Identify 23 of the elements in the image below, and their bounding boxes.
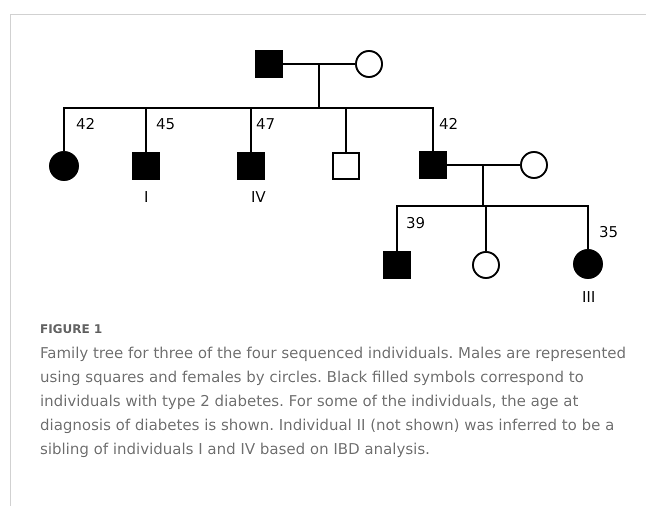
individual-label: I <box>144 188 148 206</box>
unaffected-male-square <box>332 152 360 180</box>
unaffected-female-circle <box>472 251 500 279</box>
individual-label: IV <box>251 188 266 206</box>
affected-female-circle <box>573 249 603 279</box>
affected-male-square <box>419 151 447 179</box>
affected-male-square <box>383 251 411 279</box>
age-label: 42 <box>439 115 458 133</box>
unaffected-female-circle <box>520 151 548 179</box>
age-label: 35 <box>599 223 618 241</box>
age-label: 39 <box>406 214 426 232</box>
affected-male-square <box>255 50 283 78</box>
unaffected-female-circle <box>355 50 383 78</box>
age-label: 47 <box>256 115 276 133</box>
affected-male-square <box>237 152 265 180</box>
figure-caption: Family tree for three of the four sequenced individuals. Males are represented using squares and females by circles. Black filled symbols correspond to individuals with type 2 diabetes. For some of the individuals, the age at diagnosis of diabetes is shown. Individual II (not shown) was inferred to be a sibling of individuals I and IV based on IBD analysis. <box>40 343 628 460</box>
pedigree-line <box>318 63 434 151</box>
age-label: 42 <box>76 115 96 133</box>
figure-title: FIGURE 1 <box>40 322 102 336</box>
individual-label: III <box>582 288 596 306</box>
affected-male-square <box>132 152 160 180</box>
affected-female-circle <box>49 151 79 181</box>
age-label: 45 <box>156 115 176 133</box>
